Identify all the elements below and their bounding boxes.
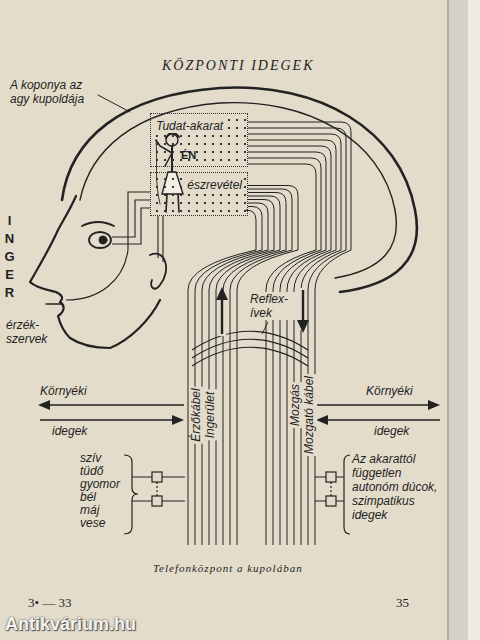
arrow-head [172,415,184,425]
motor-cable [248,140,336,545]
down-arrow [302,290,304,322]
callout-label: érzék-szervek [6,318,56,346]
watermark: Antikvárium.hu [5,614,136,635]
page-title: KÖZPONTI IDEGEK [162,58,315,74]
nerve-label: Környéki [366,385,413,399]
page-footer: 3• — 33 [28,596,72,611]
book-edge [448,0,480,640]
eye-wire [112,200,150,237]
note-label: Az akarattól független autonóm dúcok, sz… [352,452,444,522]
motor-cable [248,164,316,545]
ganglion-box [152,496,162,506]
switchboard-panel: Tudat-akarat [150,113,248,167]
eyebrow [82,222,114,226]
ganglion-chain [156,482,157,496]
organ-name: tüdő [80,465,103,478]
ganglion-box [326,472,336,482]
sensory-cable [195,207,262,546]
ear-wire [157,216,158,258]
arrow-head [297,320,309,333]
ear-wire [162,216,163,262]
callout-label: A koponya az agy kupoldája [10,78,102,106]
vertical-label: I N G E R [3,212,16,302]
motor-cable [248,146,331,545]
cable-label: Mozgató kábel [303,374,317,456]
book-edge-line [447,0,449,640]
arrow-halo [218,296,226,336]
head-drawing [30,87,417,348]
organ-name: bél [80,491,96,504]
pupil [99,236,107,244]
sense-wires [66,192,163,300]
organ-name: vese [80,517,105,530]
reflex-arcs [192,322,308,366]
panel-label: Tudat-akarat [154,119,225,133]
face-profile [30,196,160,348]
arrow-head [428,400,440,410]
panel-label: észrevétel [185,178,244,192]
ear [150,254,166,289]
mouth [46,303,61,304]
cable-label: Mozgás [289,382,303,428]
arrow-head [216,287,228,300]
up-arrow [221,298,223,334]
signal-arrows [38,287,440,425]
bracket [344,455,350,534]
page-number: 35 [396,596,409,611]
autonomic-parts [124,455,350,534]
leader-line [98,95,130,112]
nerve-label: idegek [52,425,87,439]
arrow-head [316,415,328,425]
sensory-cable [209,200,274,546]
sensory-cable [230,189,292,545]
nerve-label: idegek [374,425,409,439]
eye-wire [112,208,150,244]
nerve-label: Környéki [40,385,87,399]
book-edge [468,0,480,640]
cable-label: Ingerület [204,390,218,441]
peripheral-arrow [326,419,440,420]
motor-cable [248,128,346,545]
cable-label: Érzőkábel [190,386,204,443]
ganglion-box [152,472,162,482]
mouth-wire [66,192,150,300]
organ-name: gyomor [80,478,120,491]
switchboard-panel: észrevétel [150,172,248,216]
skull-outline [62,87,417,292]
motor-cable [248,158,321,545]
leader-line [262,322,268,334]
callout-label: Reflex-ívek [248,292,298,320]
sensory-cable [237,186,298,546]
sensory-cable [216,196,280,545]
organ-name: máj [80,504,99,517]
peripheral-arrow [48,404,184,405]
ganglion-box [326,496,336,506]
peripheral-arrow [40,419,174,420]
reflex-arc [192,339,308,358]
sensory-cable [223,193,286,546]
motor-cable [248,122,351,545]
peripheral-arrow [316,404,430,405]
eye [89,232,111,248]
bracket [124,455,138,534]
figure-label: ÉN [181,149,196,162]
ganglion-chain [330,482,331,496]
organ-name: szív [80,452,101,465]
arrow-head [38,400,50,410]
reflex-arc [192,347,308,366]
figure-caption: Telefonközpont a kupolában [153,562,303,575]
